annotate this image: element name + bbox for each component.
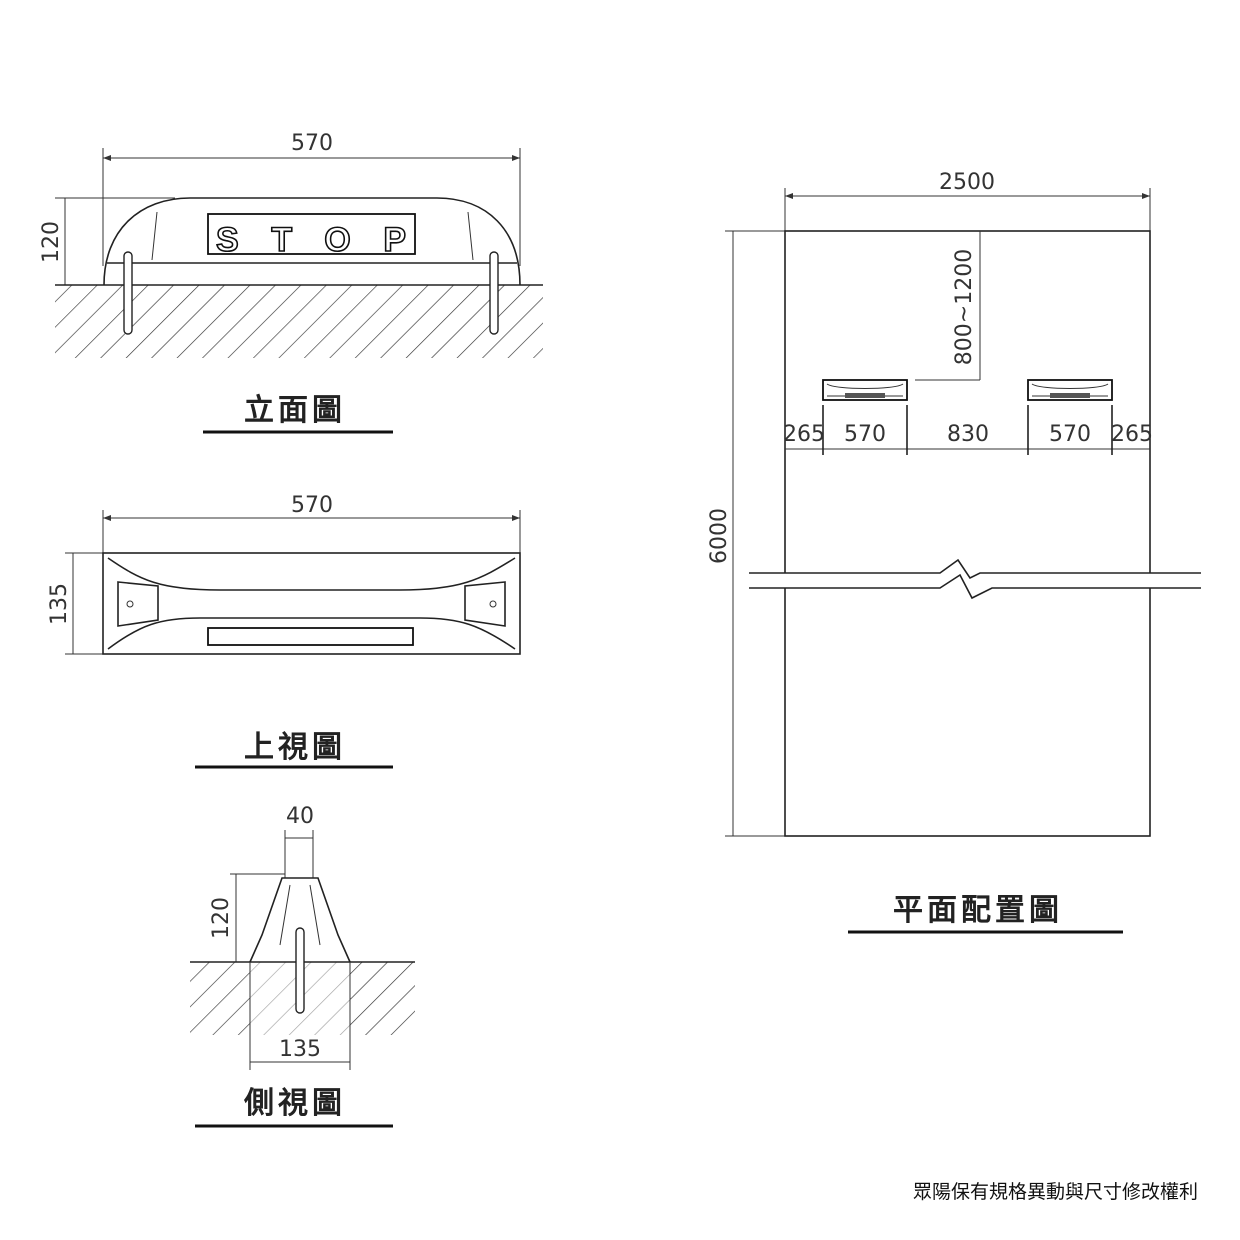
anchor-bolt-right bbox=[489, 251, 499, 335]
elevation-height-dim: 120 bbox=[39, 221, 64, 263]
plan-title: 平面配置圖 bbox=[893, 893, 1063, 928]
side-view: 40 120 135 側視圖 bbox=[190, 804, 415, 1128]
plan-width-dim: 2500 bbox=[939, 170, 995, 195]
elevation-width-dim: 570 bbox=[291, 131, 333, 156]
reflector-slot bbox=[207, 627, 414, 646]
parking-space bbox=[784, 230, 1151, 837]
top-view-title: 上視圖 bbox=[244, 730, 346, 765]
stop-sign-plate bbox=[207, 213, 416, 255]
plan-dim-570-left: 570 bbox=[844, 422, 886, 447]
plan-dim-265-right: 265 bbox=[1111, 422, 1153, 447]
top-depth-dim: 135 bbox=[47, 583, 72, 625]
elevation-title: 立面圖 bbox=[244, 393, 346, 428]
plan-dim-570-right: 570 bbox=[1049, 422, 1091, 447]
top-width-dim: 570 bbox=[291, 493, 333, 518]
plan-dim-830: 830 bbox=[947, 422, 989, 447]
footer-note: 眾陽保有規格異動與尺寸修改權利 bbox=[913, 1181, 1198, 1203]
plan-offset-dim: 800~1200 bbox=[952, 249, 977, 365]
side-top-dim: 40 bbox=[286, 804, 314, 829]
anchor-bolt bbox=[295, 927, 305, 1014]
plan-dim-265-left: 265 bbox=[783, 422, 825, 447]
anchor-bolt-left bbox=[123, 251, 133, 335]
break-line bbox=[749, 558, 1201, 600]
top-view: 570 135 上視圖 bbox=[47, 493, 521, 769]
elevation-view: 570 120 STOP 立面圖 bbox=[39, 131, 543, 434]
ground-hatch bbox=[55, 285, 543, 358]
side-view-title: 側視圖 bbox=[243, 1086, 346, 1121]
wheel-stop-left bbox=[822, 379, 908, 401]
wheel-stop-right bbox=[1027, 379, 1113, 401]
side-base-dim: 135 bbox=[279, 1037, 321, 1062]
plan-length-dim: 6000 bbox=[707, 508, 732, 564]
side-height-dim: 120 bbox=[209, 897, 234, 939]
plan-layout: 2500 6000 800~1200 265 570 830 570 265 bbox=[707, 170, 1201, 934]
